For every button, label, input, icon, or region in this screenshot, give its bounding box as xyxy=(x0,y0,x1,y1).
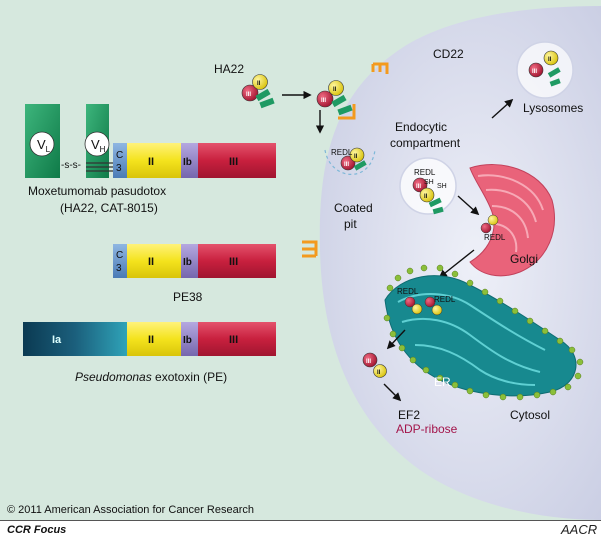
er-label: ER xyxy=(434,375,451,389)
domain-ii-label-1: II xyxy=(148,156,154,168)
disulfide-label: -s-s- xyxy=(61,160,81,171)
endocytic-label-1: Endocytic xyxy=(395,120,447,134)
c3-label-1b: 3 xyxy=(116,163,122,174)
footer-title: CCR Focus xyxy=(7,524,66,536)
domain-ib-1 xyxy=(181,143,198,178)
svg-text:III: III xyxy=(321,98,326,104)
moxetumomab-title: Moxetumomab pasudotox xyxy=(28,184,166,198)
c3-label-2b: 3 xyxy=(116,263,122,274)
adp-ribose-label: ADP-ribose xyxy=(396,422,458,436)
svg-text:III: III xyxy=(366,359,371,365)
c3-label-2a: C xyxy=(116,250,123,261)
pe38-construct: C 3 II Ib III PE38 xyxy=(113,244,276,304)
sh-label-2: SH xyxy=(437,183,447,190)
sh-label-1: SH xyxy=(424,179,434,186)
coated-label-1: Coated xyxy=(334,201,373,215)
domain-ib-label-1: Ib xyxy=(183,157,192,168)
svg-text:II: II xyxy=(548,57,552,63)
svg-text:II: II xyxy=(333,87,337,93)
svg-text:III: III xyxy=(532,69,537,75)
coated-pit: III II xyxy=(324,147,376,175)
redl-label-golgi: REDL xyxy=(484,233,506,242)
vl-label: VL xyxy=(37,137,51,154)
domain-ib-label-2: Ib xyxy=(183,257,192,268)
arrow-to-ef2 xyxy=(383,383,402,402)
ef2-label: EF2 xyxy=(398,408,420,422)
domain-iii-label-2: III xyxy=(229,256,238,268)
arrow-to-cytosol xyxy=(386,329,406,350)
svg-text:II: II xyxy=(377,370,381,376)
moxetumomab-code: (HA22, CAT-8015) xyxy=(60,201,158,215)
moxetumomab-construct: VL -s-s- VH C 3 II Ib III Moxetumomab pa… xyxy=(25,104,276,215)
er-toxin-2 xyxy=(424,296,443,316)
domain-ii-label-2: II xyxy=(148,256,154,268)
c3-domain-1 xyxy=(113,143,127,178)
c3-label-1a: C xyxy=(116,150,123,161)
cytosol-label: Cytosol xyxy=(510,408,550,422)
domain-ii-1 xyxy=(127,143,181,178)
cd22-label: CD22 xyxy=(433,47,464,61)
aacr-logo: AACR xyxy=(560,522,597,537)
svg-text:II: II xyxy=(354,154,358,160)
domain-ib-3 xyxy=(181,322,198,356)
golgi-apparatus xyxy=(469,164,555,277)
cd22-receptor-icon xyxy=(371,62,389,74)
domain-ib-2 xyxy=(181,244,198,278)
arrow-lysosome xyxy=(491,98,514,119)
footer-bar xyxy=(0,520,601,539)
svg-text:III: III xyxy=(416,184,421,190)
domain-iii-2 xyxy=(198,244,276,278)
redl-label-pit: REDL xyxy=(331,148,353,157)
endocytic-vesicle: III II xyxy=(399,157,457,215)
svg-text:III: III xyxy=(344,162,349,168)
domain-ib-label-3: Ib xyxy=(183,335,192,346)
golgi-label: Golgi xyxy=(510,252,538,266)
domain-iii-1 xyxy=(198,143,276,178)
domain-ia-label: Ia xyxy=(52,334,62,346)
ribosome-dots xyxy=(383,264,584,401)
ha22-molecule-bound: III II xyxy=(316,80,356,120)
lysosome-vesicle: III II xyxy=(516,41,574,99)
domain-ii-2 xyxy=(127,244,181,278)
pe38-title: PE38 xyxy=(173,290,203,304)
lysosomes-label: Lysosomes xyxy=(523,101,583,115)
domain-ii-3 xyxy=(127,322,181,356)
pe-construct: Ia II Ib III Pseudomonas exotoxin (PE) xyxy=(23,322,276,384)
domain-iii-3 xyxy=(198,322,276,356)
coated-label-2: pit xyxy=(344,217,357,231)
er-toxin-1 xyxy=(404,296,423,315)
domain-iii-label-1: III xyxy=(229,156,238,168)
vl-circle xyxy=(29,131,55,157)
redl-label-endo: REDL xyxy=(414,168,436,177)
pe-title: Pseudomonas exotoxin (PE) xyxy=(75,370,227,384)
svg-text:II: II xyxy=(257,81,261,87)
arrow-to-er xyxy=(438,249,475,279)
svg-text:II: II xyxy=(424,194,428,200)
arrow-to-golgi xyxy=(457,195,480,216)
redl-label-er-2: REDL xyxy=(434,295,456,304)
domain-ia xyxy=(23,322,127,356)
ha22-label: HA22 xyxy=(214,62,244,76)
vh-circle xyxy=(84,131,110,157)
c3-domain-2 xyxy=(113,244,127,278)
vh-label: VH xyxy=(91,137,106,154)
copyright-text: © 2011 American Association for Cancer R… xyxy=(7,504,254,516)
domain-iii-label-3: III xyxy=(229,334,238,346)
endocytic-label-2: compartment xyxy=(390,136,461,150)
svg-text:III: III xyxy=(246,92,251,98)
cytosol-toxin: III II xyxy=(362,352,387,378)
cd22-receptor-icon-2 xyxy=(302,240,318,258)
redl-label-er-1: REDL xyxy=(397,287,419,296)
ha22-molecule-free: III II xyxy=(241,74,275,109)
domain-ii-label-3: II xyxy=(148,334,154,346)
